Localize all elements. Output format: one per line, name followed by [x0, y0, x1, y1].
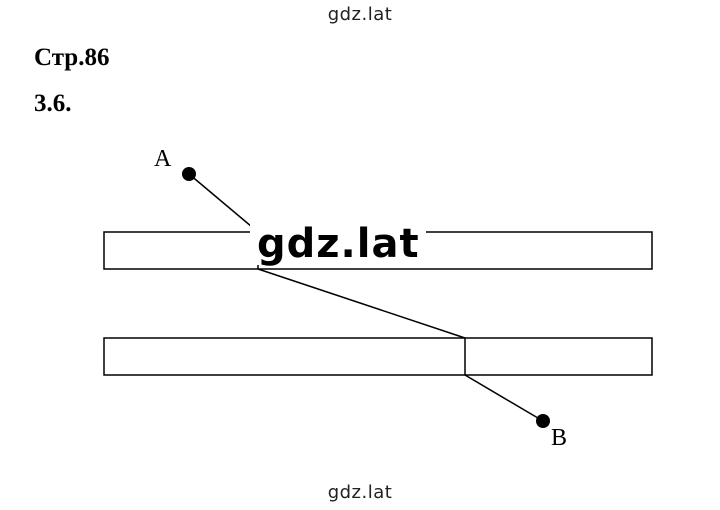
- watermark-center: gdz.lat: [257, 221, 420, 267]
- segment-middle: [257, 268, 466, 339]
- watermark-bottom: gdz.lat: [327, 482, 393, 503]
- watermark-backing: [250, 219, 426, 265]
- lower-strip: [103, 337, 653, 376]
- point-b: [536, 414, 550, 428]
- watermark-top: gdz.lat: [327, 4, 393, 25]
- point-b-label: B: [551, 425, 567, 451]
- task-number: 3.6.: [34, 90, 72, 117]
- point-a: [182, 167, 196, 181]
- point-a-label: A: [154, 146, 172, 172]
- page-reference: Стр.86: [34, 44, 110, 71]
- segment-b: [464, 374, 544, 422]
- segment-a: [188, 173, 259, 233]
